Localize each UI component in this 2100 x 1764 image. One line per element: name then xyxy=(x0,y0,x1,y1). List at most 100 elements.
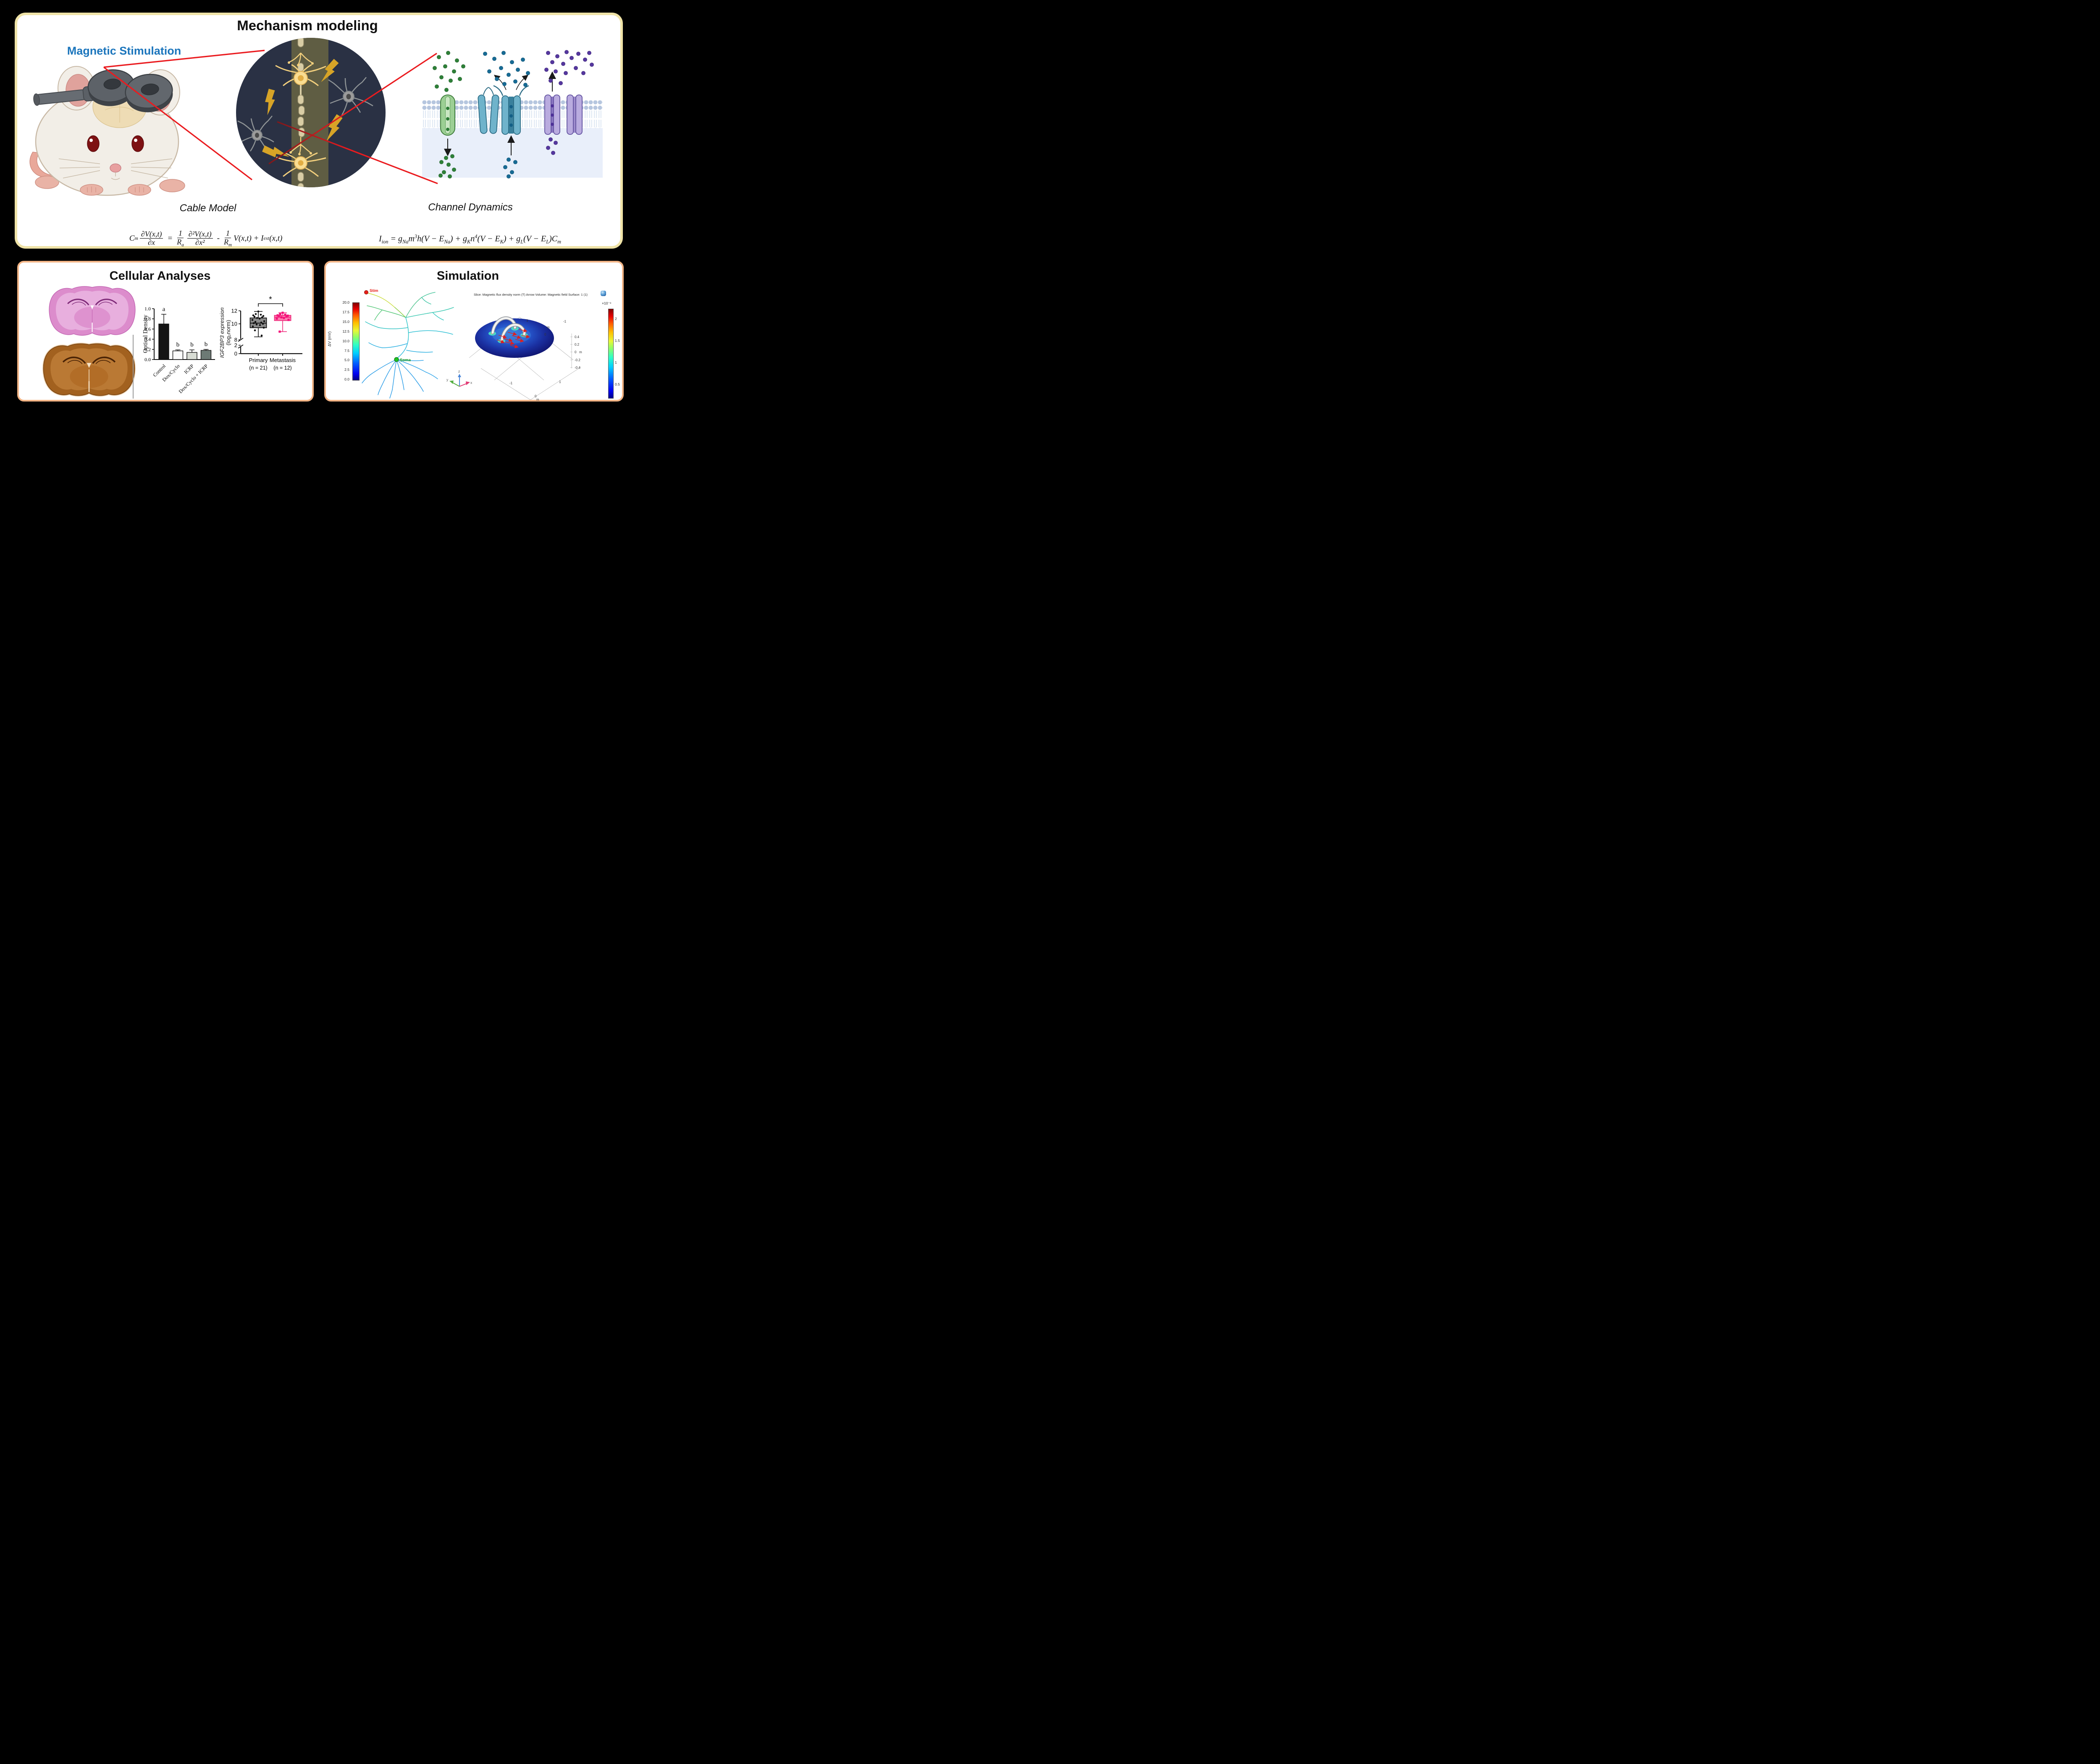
neuron-colorbar-label: ΔV (mV) xyxy=(327,331,332,346)
neuron-morphology-plot: Stim Soma z y x xyxy=(362,289,472,399)
neuron-colorbar-tick: 20.0 xyxy=(342,300,349,304)
neuron-colorbar-tick: 10.0 xyxy=(342,339,349,343)
mouse-hind-foot xyxy=(159,179,185,192)
data-point xyxy=(255,313,257,315)
he-brain-section xyxy=(49,286,136,336)
box-group-label: Metastasis xyxy=(270,357,296,363)
data-point xyxy=(287,319,290,321)
box-ytick-label: 12 xyxy=(231,308,237,314)
data-point xyxy=(260,314,262,316)
neuron-colorbar-tick: 7.5 xyxy=(344,348,349,353)
data-point xyxy=(254,321,257,323)
comsol-colorbar-multiplier: ×10⁻⁸ xyxy=(602,301,612,305)
comsol-colorbar xyxy=(608,309,614,399)
bar-ytick-label: 0.8 xyxy=(144,316,151,322)
data-point xyxy=(252,314,255,317)
data-point xyxy=(280,316,283,319)
data-point xyxy=(262,327,265,329)
data-point xyxy=(279,313,281,315)
data-point xyxy=(262,323,264,325)
right-axis-tick: 0.4 xyxy=(575,335,580,339)
data-point xyxy=(261,316,263,318)
ion-channel-diagram xyxy=(422,50,603,178)
blue-ions xyxy=(483,51,530,178)
channel-dynamics-equation: Iion = gNam3h(V − ENa) + gKn4(V − EK) + … xyxy=(378,234,562,245)
neuron-colorbar-tick: 15.0 xyxy=(342,319,349,324)
data-point xyxy=(255,323,258,326)
back-axis-tick: 0 xyxy=(544,333,546,336)
teal-open-channel xyxy=(493,75,529,155)
purple-channels xyxy=(544,71,583,135)
data-point xyxy=(276,318,278,320)
ihc-brain-section xyxy=(42,342,136,397)
neuron-colorbar-tick: 2.5 xyxy=(344,368,349,372)
data-point xyxy=(254,329,256,331)
simulation-title: Simulation xyxy=(436,269,499,283)
data-point xyxy=(258,318,261,320)
back-axis-unit: m xyxy=(547,326,550,329)
mouse-tms-illustration xyxy=(29,66,185,196)
figure-canvas: Mechanism modeling Magnetic Stimulation … xyxy=(0,0,630,441)
mouse-eye xyxy=(87,135,100,152)
data-point xyxy=(253,315,256,318)
stim-label: Stim xyxy=(370,289,378,293)
significance-bracket xyxy=(258,303,283,307)
front-axis-tick: -1 xyxy=(509,381,513,385)
x-axis-label: x xyxy=(470,381,472,385)
bar-sig-letter: a xyxy=(163,306,165,312)
simulation-panel xyxy=(324,261,624,402)
box-ytick-label: 10 xyxy=(231,321,237,327)
green-ion-channel xyxy=(440,94,455,156)
front-axis-tick: 1 xyxy=(559,380,561,384)
comsol-colorbar-tick: 0.5 xyxy=(615,382,620,386)
cable-model-title: Cable Model xyxy=(179,202,236,214)
soma-marker xyxy=(394,357,399,362)
bar-sig-letter: b xyxy=(190,341,194,348)
neuron-tissue-circle xyxy=(236,38,386,187)
bar-2 xyxy=(186,352,197,360)
right-axis-tick: 0.2 xyxy=(575,343,580,346)
data-point xyxy=(285,315,288,318)
neuron-colorbar xyxy=(352,302,360,381)
box-ytick-label: 8 xyxy=(234,337,237,343)
stim-marker xyxy=(364,290,368,294)
bar-ytick-label: 1.0 xyxy=(144,306,151,312)
mouse-front-paws xyxy=(80,184,151,196)
data-point xyxy=(278,315,280,317)
data-point xyxy=(263,320,265,323)
bar-category-label: ICRP xyxy=(183,363,195,375)
neuron-tree xyxy=(362,292,454,399)
mechanism-modeling-title: Mechanism modeling xyxy=(237,18,378,33)
data-point xyxy=(256,317,258,319)
back-axis-tick: 1 xyxy=(526,319,528,323)
box-group-label: Primary xyxy=(249,357,268,363)
axis-break xyxy=(238,338,244,342)
comsol-colorbar-tick: 1.5 xyxy=(615,339,620,343)
data-point xyxy=(252,322,255,324)
right-axis-tick: 0 xyxy=(575,350,577,354)
right-axis-tick: -0.2 xyxy=(575,358,580,362)
neuron-colorbar-tick: 12.5 xyxy=(342,329,349,333)
right-axis-tick: -0.4 xyxy=(575,366,580,370)
bar-0 xyxy=(158,323,169,360)
data-point xyxy=(260,321,262,324)
front-axis-tick: 0 xyxy=(535,394,537,398)
bar-ytick-label: 0.2 xyxy=(144,346,151,352)
data-point xyxy=(252,325,254,328)
data-point xyxy=(283,317,285,319)
box-n-label: (n = 12) xyxy=(273,365,291,371)
channel-dynamics-title: Channel Dynamics xyxy=(428,202,513,213)
bar-ytick-label: 0.6 xyxy=(144,326,151,332)
bar-sig-letter: b xyxy=(205,341,208,348)
purple-ions xyxy=(544,50,594,155)
bar-ytick-label: 0.0 xyxy=(144,357,151,362)
comsol-colorbar-tick: 2 xyxy=(615,317,617,321)
right-axis-unit: m xyxy=(579,350,582,354)
comsol-plot-title: Slice: Magnetic flux density norm (T) Ar… xyxy=(474,293,588,297)
front-axis-unit: m xyxy=(536,398,539,402)
teal-closed-channel xyxy=(478,87,499,134)
